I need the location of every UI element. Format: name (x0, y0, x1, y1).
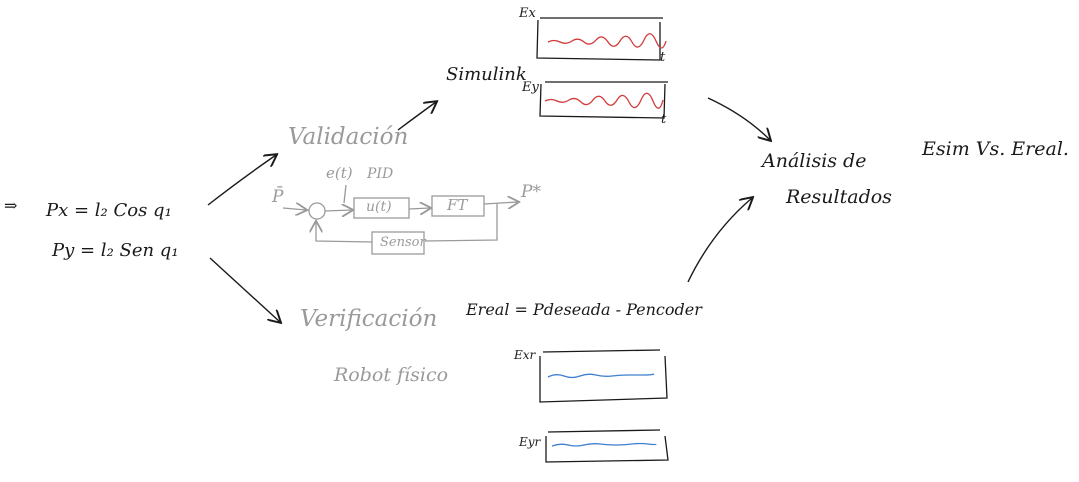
equation-py: Py = l₂ Sen q₁ (52, 240, 179, 261)
analysis-title-line1: Análisis de (762, 150, 867, 172)
controller-block (353, 197, 410, 219)
verification-subtitle: Robot físico (334, 364, 449, 386)
verification-title: Verificación (300, 306, 438, 332)
controller-block-label: u(t) (366, 199, 392, 215)
sim-plot2-frame (539, 81, 668, 119)
real-plots (539, 349, 669, 463)
sensor-block-label: Sensor (380, 235, 426, 250)
analysis-title-line2: Resultados (786, 186, 892, 208)
arrow-to-validation (207, 155, 276, 206)
sim-plot1-ylabel: Ex (519, 6, 536, 21)
arrow-simulink-to-analysis (707, 97, 770, 140)
simulink-plots (536, 17, 668, 119)
feedback-line (424, 203, 498, 242)
real-plot1-ylabel: Exr (514, 348, 536, 362)
error-label: e(t) (326, 164, 353, 182)
arrow-to-verification (209, 257, 280, 322)
output-label: P* (521, 182, 541, 202)
junction-to-controller (324, 210, 352, 211)
arrow-to-simulink (397, 102, 436, 131)
error-pointer (343, 184, 347, 204)
sensor-block (371, 231, 425, 255)
summing-junction (308, 202, 326, 220)
real-plot1-frame (539, 349, 668, 403)
real-plot2-ylabel: Eyr (519, 435, 541, 449)
sim-plot1-time-label: t (660, 50, 666, 65)
sim-plot2-red-trace (544, 92, 664, 109)
reference-label: P̄ (272, 187, 284, 207)
real-plot2-frame (545, 429, 669, 463)
control-loop (282, 184, 518, 255)
sim-plot1-red-trace (547, 33, 667, 49)
equation-px: Px = l₂ Cos q₁ (46, 200, 172, 221)
real-plot1-blue-trace (547, 373, 655, 379)
ref-arrow (282, 208, 306, 210)
plant-to-output (483, 202, 518, 204)
controller-to-plant (408, 208, 430, 209)
feedback-return (316, 222, 373, 243)
simulink-label: Simulink (446, 64, 527, 85)
pid-label: PID (367, 166, 394, 182)
validation-title: Validación (288, 124, 409, 150)
plant-block (431, 195, 485, 217)
real-plot2-blue-trace (551, 442, 657, 447)
left-implication-mark: ⇒ (4, 196, 18, 215)
sim-plot2-time-label: t (661, 112, 667, 127)
real-error-equation: Ereal = Pdeseada - Pencoder (466, 300, 702, 319)
plant-block-label: FT (447, 196, 468, 214)
comparison-label: Esim Vs. Ereal. (922, 138, 1069, 160)
arrow-verification-to-analysis (687, 198, 752, 283)
sim-plot2-ylabel: Ey (522, 80, 539, 95)
sim-plot1-frame (536, 17, 663, 61)
